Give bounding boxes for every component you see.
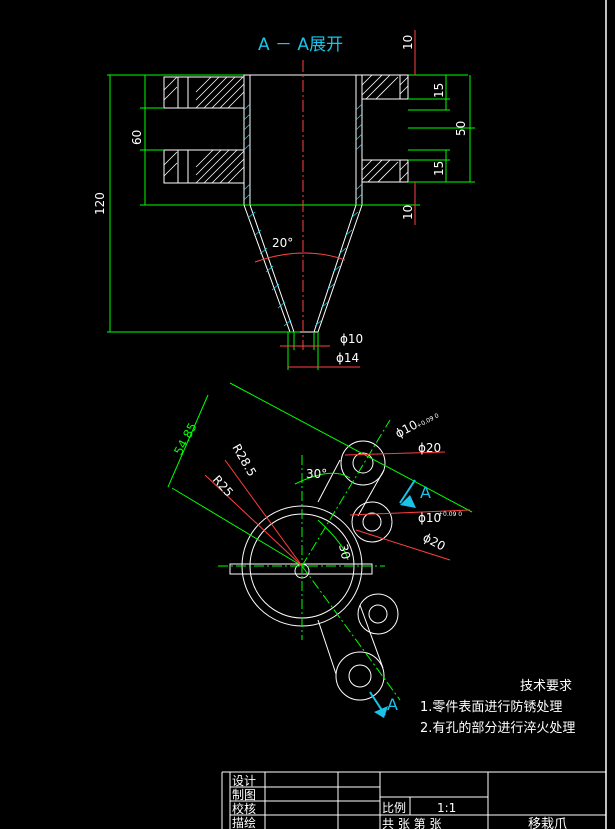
dim-r25: R25 xyxy=(210,473,236,500)
dim-phi20-mid: ϕ20 xyxy=(421,530,448,553)
dim-hole1-tol: +0.09 0 xyxy=(416,412,441,430)
tech-req-heading: 技术要求 xyxy=(520,679,572,694)
dim-angle: 20° xyxy=(272,236,293,250)
plan-radii xyxy=(204,451,471,567)
dim-hole2: ϕ10 xyxy=(418,511,441,525)
tb-scale-label: 比例 xyxy=(382,801,406,815)
wall-hatch xyxy=(243,103,363,327)
section-arrows xyxy=(369,479,416,718)
flange-left xyxy=(163,76,245,184)
dim-hole1: ϕ10 xyxy=(393,417,420,440)
tb-row-check: 校核 xyxy=(232,801,256,816)
dim-phi20-top: ϕ20 xyxy=(418,441,441,455)
dim-15-bottom: 15 xyxy=(432,161,446,176)
dim-120: 120 xyxy=(93,192,107,215)
dim-hole2-tol: +0.09 0 xyxy=(438,511,462,518)
flange-right xyxy=(361,74,409,183)
dim-54-85: 54.85 xyxy=(171,420,199,457)
red-dimension-lines xyxy=(254,30,416,368)
dim-top: 10 xyxy=(401,35,415,50)
section-view: A － A展开 xyxy=(93,30,475,370)
plan-view: 54.85 R28.5 R25 30° 30 ϕ10 +0.09 0 ϕ20 ϕ… xyxy=(167,382,473,718)
tb-row-design: 设计 xyxy=(232,774,256,788)
body-outline xyxy=(107,60,468,350)
plan-centerlines xyxy=(167,382,473,701)
tb-scale-value: 1:1 xyxy=(437,801,456,815)
dim-bottom: 10 xyxy=(401,205,415,220)
tb-sheets: 共 张 第 张 xyxy=(382,817,441,829)
tech-req-item-2: 2.有孔的部分进行淬火处理 xyxy=(420,720,575,736)
section-title: A － A展开 xyxy=(258,35,343,55)
dim-50: 50 xyxy=(454,121,468,136)
dim-15-top: 15 xyxy=(432,83,446,98)
section-mark-a2: A xyxy=(387,695,398,714)
dim-r28: R28.5 xyxy=(229,442,259,479)
tech-req-item-1: 1.零件表面进行防锈处理 xyxy=(420,699,562,715)
section-mark-a1: A xyxy=(420,483,431,502)
title-block xyxy=(221,771,606,829)
dim-phi10: ϕ10 xyxy=(340,332,363,346)
dim-phi14: ϕ14 xyxy=(336,351,359,365)
dim-30-top: 30° xyxy=(306,467,327,481)
dim-30-mid: 30 xyxy=(336,543,353,561)
tb-row-trace: 描绘 xyxy=(232,815,256,829)
tb-part-name: 移栽爪 xyxy=(528,816,567,829)
tech-requirements: 技术要求 1.零件表面进行防锈处理 2.有孔的部分进行淬火处理 xyxy=(420,679,575,736)
tb-row-draw: 制图 xyxy=(232,788,256,802)
dimension-lines xyxy=(109,75,475,370)
dim-60: 60 xyxy=(130,130,144,145)
